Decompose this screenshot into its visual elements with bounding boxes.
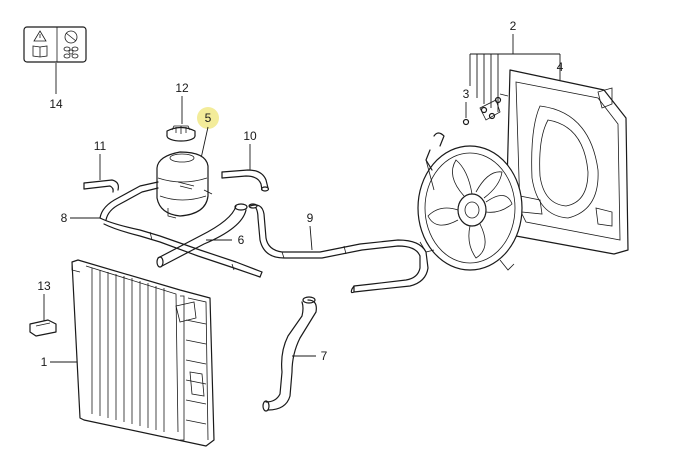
callout-11: 11: [94, 139, 107, 153]
tank-vent-hose: [221, 169, 270, 192]
warning-triangle-icon: [33, 30, 47, 42]
callout-3: 3: [463, 87, 470, 101]
mounting-clip: [29, 319, 57, 337]
callout-1: 1: [41, 355, 48, 369]
callout-5-highlight: [197, 107, 219, 129]
callout-12: 12: [175, 81, 189, 95]
bypass-hose: [83, 179, 119, 193]
callout-10: 10: [243, 129, 257, 143]
electric-fan-assembly: [417, 132, 523, 271]
callout-7: 7: [321, 349, 328, 363]
lower-elbow-hose: [156, 203, 248, 268]
fan-blade-icon: [63, 46, 79, 59]
callout-14: 14: [49, 97, 63, 111]
fan-shroud: [505, 69, 629, 255]
lower-radiator-hose: [262, 296, 317, 412]
radiator: [71, 259, 215, 447]
manual-book-icon: [32, 45, 48, 58]
no-touch-icon: [64, 30, 78, 44]
expansion-tank: [156, 151, 213, 219]
callout-13: 13: [37, 279, 51, 293]
callout-6: 6: [238, 233, 245, 247]
callout-2: 2: [510, 19, 517, 33]
callout-4: 4: [557, 60, 564, 74]
callout-9: 9: [307, 211, 314, 225]
callout-5: 5: [205, 111, 212, 125]
callout-8: 8: [61, 211, 68, 225]
shroud-fasteners: [462, 93, 509, 126]
reservoir-cap: [166, 125, 196, 142]
warning-label: [23, 26, 87, 63]
tank-feed-hose: [99, 181, 263, 278]
return-pipe: [248, 203, 429, 294]
